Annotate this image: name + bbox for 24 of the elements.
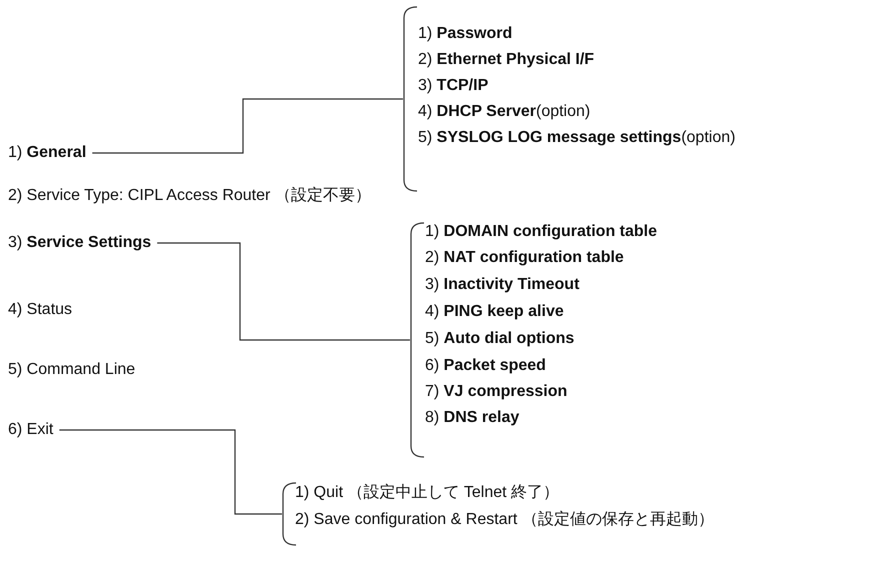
menu-item: 5) Command Line: [8, 360, 136, 380]
submenu-item: 4) DHCP Server(option): [418, 102, 590, 122]
connector-line: [92, 98, 403, 154]
submenu-item: 2) NAT configuration table: [425, 248, 624, 268]
menu-item: 2) Service Type: CIPL Access Router （設定不要）: [8, 186, 371, 206]
menu-item: 6) Exit: [8, 420, 54, 440]
submenu-item: 8) DNS relay: [425, 408, 520, 428]
menu-item: 3) Service Settings: [8, 233, 152, 253]
menu-item: 1) General: [8, 143, 86, 163]
submenu-item: 7) VJ compression: [425, 382, 568, 402]
submenu-item: 3) TCP/IP: [418, 76, 488, 96]
submenu-item: 1) DOMAIN configuration table: [425, 222, 657, 242]
submenu-item: 1) Password: [418, 24, 512, 44]
submenu-item: 1) Quit （設定中止して Telnet 終了）: [295, 483, 560, 503]
connector-line: [59, 429, 282, 515]
submenu-item: 2) Save configuration & Restart （設定値の保存と再起動）: [295, 510, 714, 530]
submenu-item: 6) Packet speed: [425, 356, 546, 376]
submenu-item: 2) Ethernet Physical I/F: [418, 50, 594, 70]
submenu-item: 4) PING keep alive: [425, 302, 564, 322]
submenu-item: 5) SYSLOG LOG message settings(option): [418, 128, 736, 148]
submenu-item: 3) Inactivity Timeout: [425, 275, 580, 295]
connector-line: [157, 242, 410, 341]
submenu-item: 5) Auto dial options: [425, 329, 574, 349]
menu-item: 4) Status: [8, 300, 72, 320]
